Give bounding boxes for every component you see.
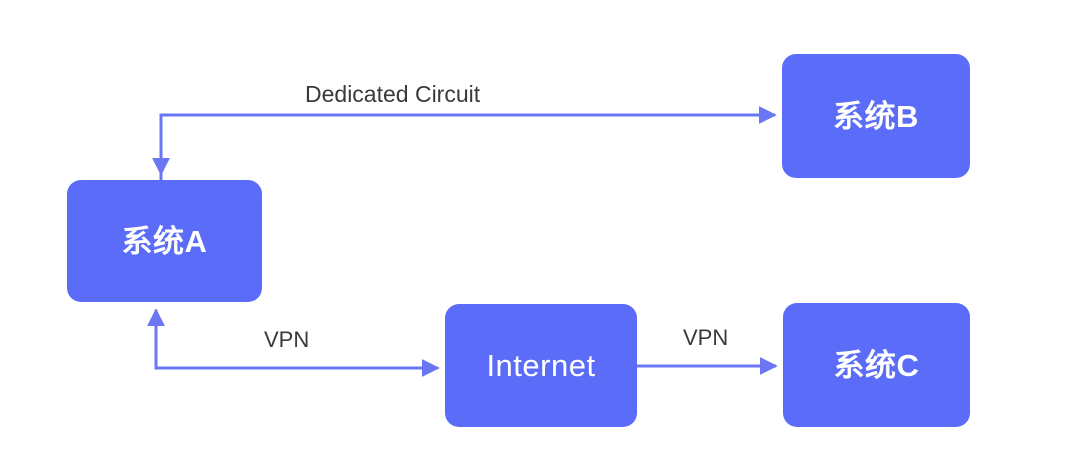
- node-system-b[interactable]: 系统B: [782, 54, 970, 178]
- edge-label-vpn-right: VPN: [683, 325, 729, 350]
- edge-label-vpn-left: VPN: [264, 327, 310, 352]
- node-system-a-label: 系统A: [121, 223, 208, 259]
- node-internet[interactable]: Internet: [445, 304, 637, 427]
- edge-label-dedicated-circuit: Dedicated Circuit: [305, 81, 481, 107]
- node-internet-label: Internet: [486, 348, 596, 383]
- edge-line-dedicated-circuit: [159, 106, 777, 180]
- node-system-b-label: 系统B: [833, 98, 919, 134]
- node-system-c[interactable]: 系统C: [783, 303, 970, 427]
- node-system-c-label: 系统C: [833, 347, 920, 383]
- node-system-a[interactable]: 系统A: [67, 180, 262, 302]
